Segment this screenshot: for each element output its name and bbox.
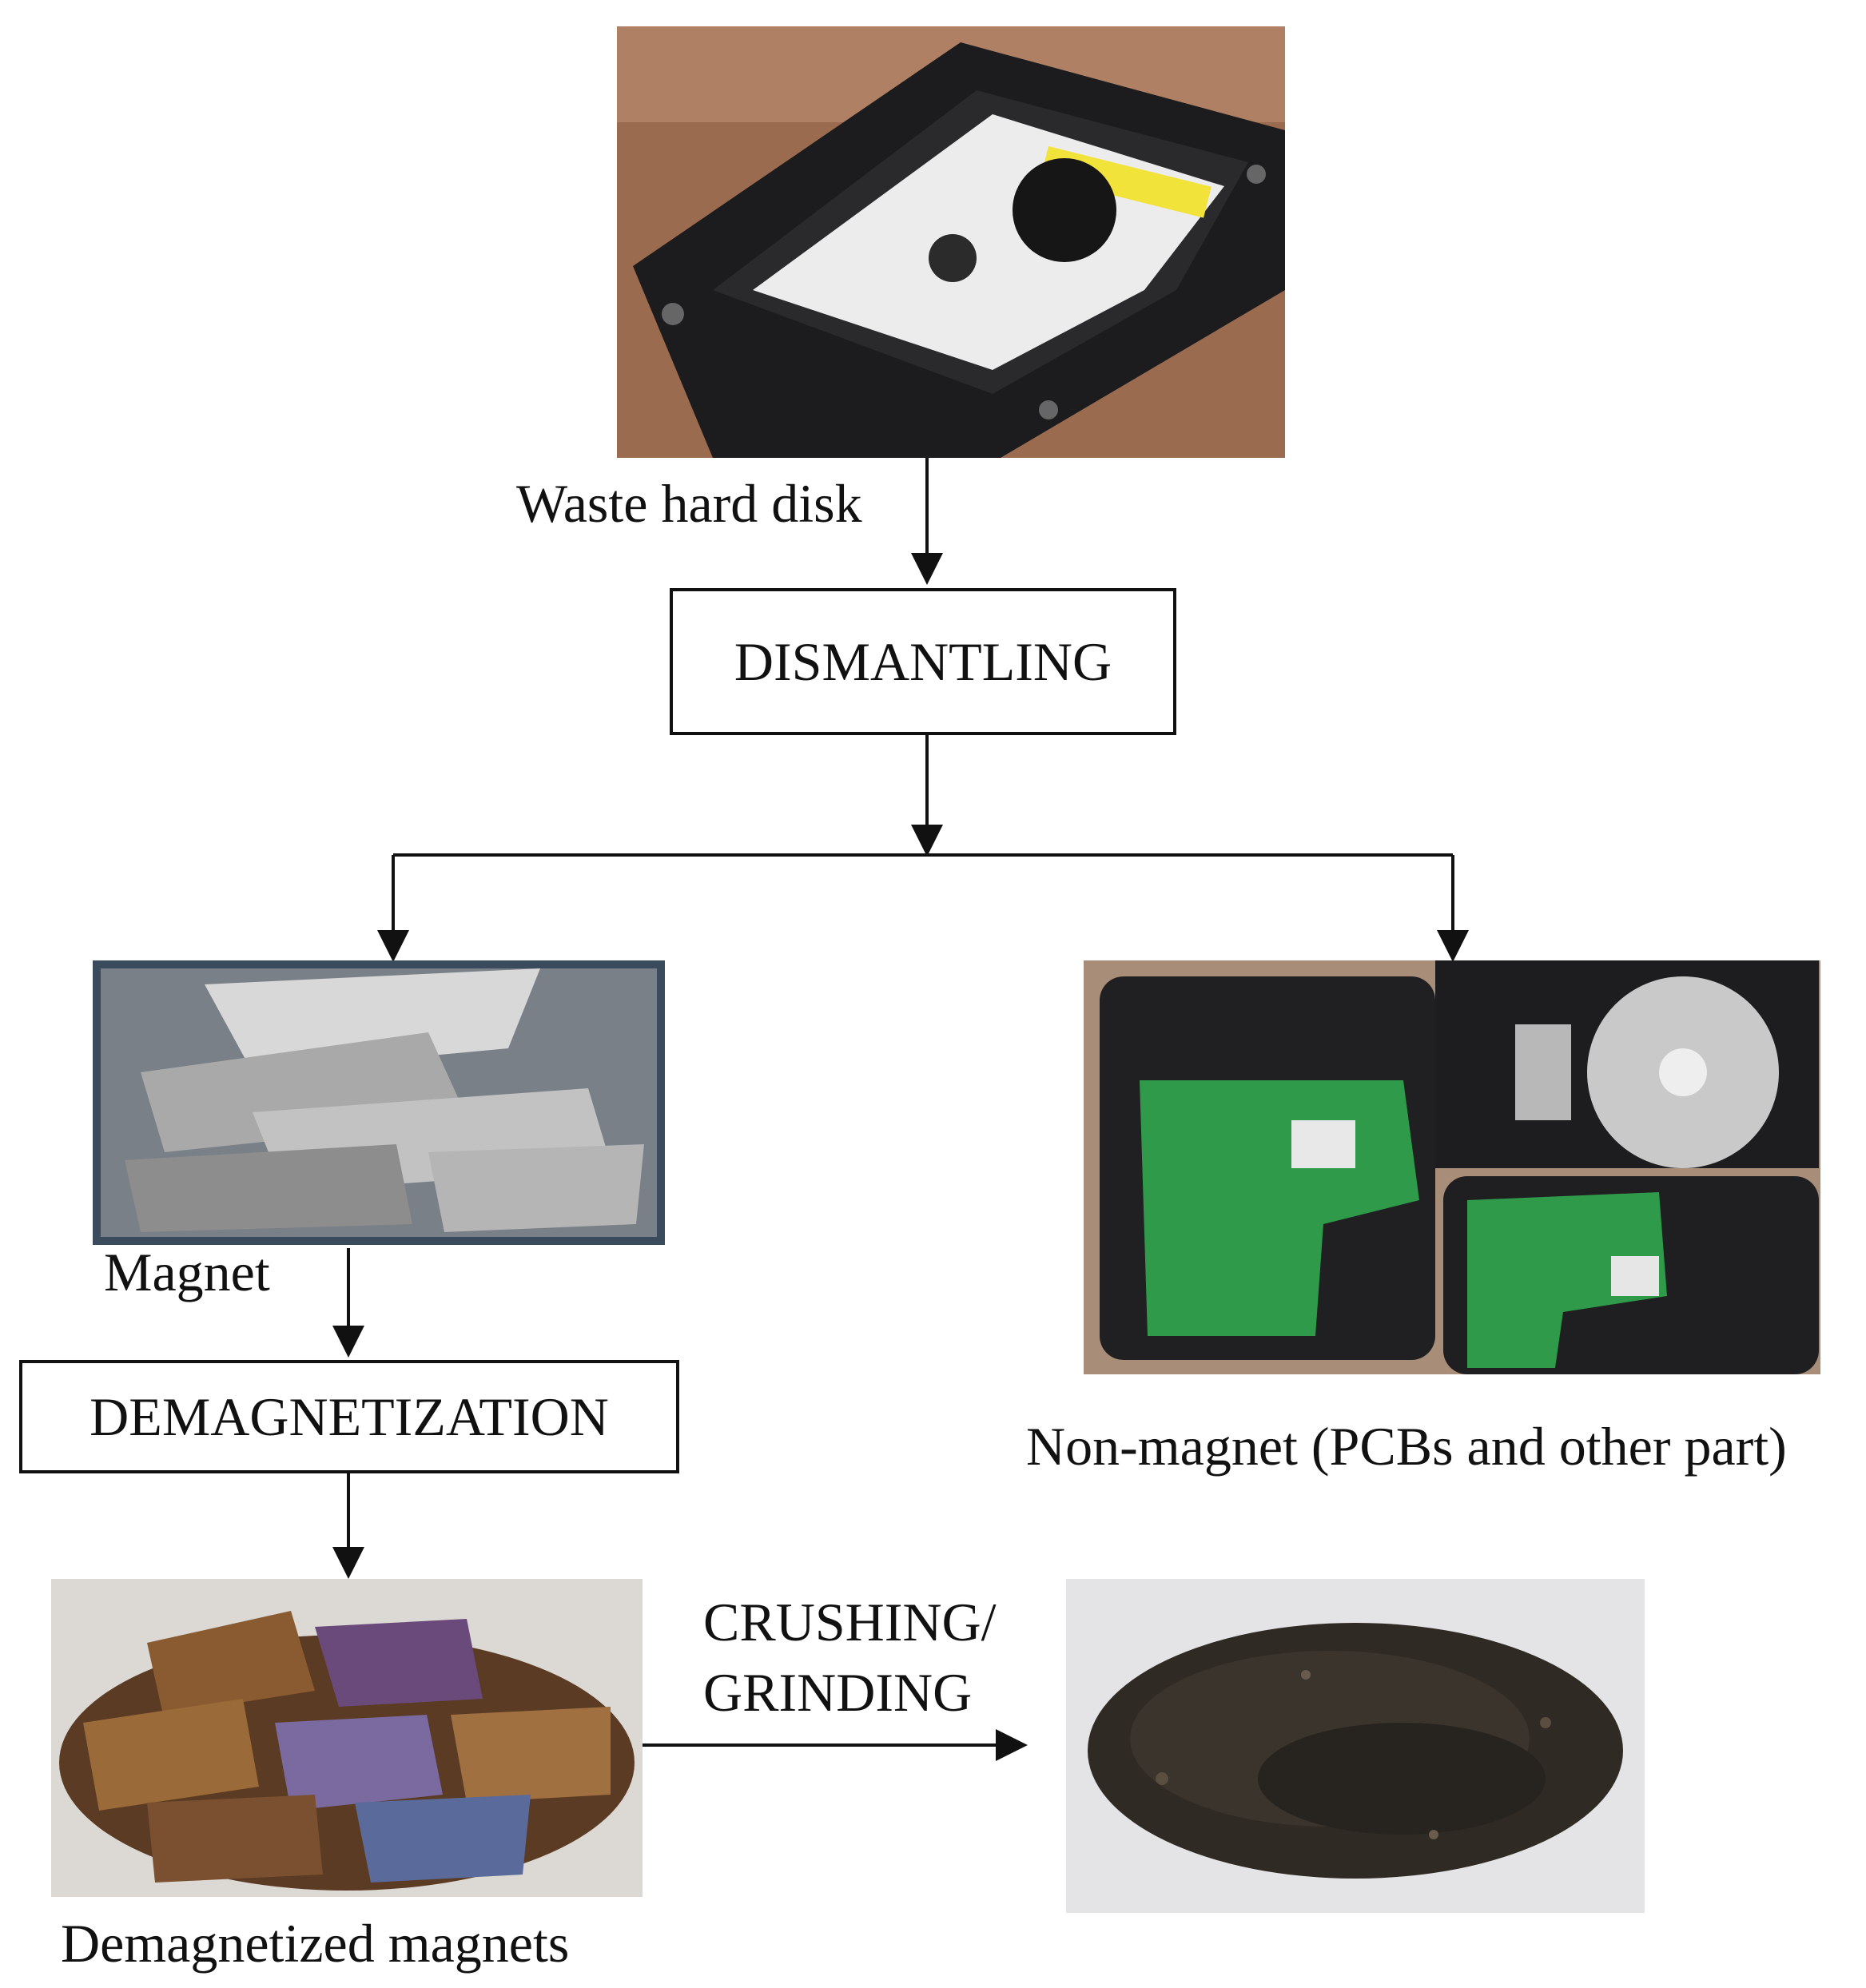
demagnetized-magnets-label: Demagnetized magnets bbox=[61, 1913, 570, 1974]
dismantling-box: DISMANTLING bbox=[670, 588, 1176, 735]
non-magnet-photo bbox=[1084, 960, 1820, 1374]
dismantling-label: DISMANTLING bbox=[734, 630, 1112, 692]
magnet-photo bbox=[93, 960, 665, 1245]
magnet-label: Magnet bbox=[104, 1242, 270, 1302]
crushing-grinding-label-line2: GRINDING bbox=[703, 1662, 973, 1723]
waste-hard-disk-label: Waste hard disk bbox=[516, 473, 862, 534]
demagnetized-magnets-photo bbox=[51, 1579, 643, 1897]
demagnetization-box: DEMAGNETIZATION bbox=[19, 1360, 679, 1473]
hard-disk-photo bbox=[617, 26, 1285, 458]
demagnetization-label: DEMAGNETIZATION bbox=[90, 1386, 609, 1447]
non-magnet-label: Non-magnet (PCBs and other part) bbox=[1026, 1416, 1787, 1477]
powder-photo bbox=[1066, 1579, 1645, 1913]
crushing-grinding-label-line1: CRUSHING/ bbox=[703, 1592, 997, 1652]
